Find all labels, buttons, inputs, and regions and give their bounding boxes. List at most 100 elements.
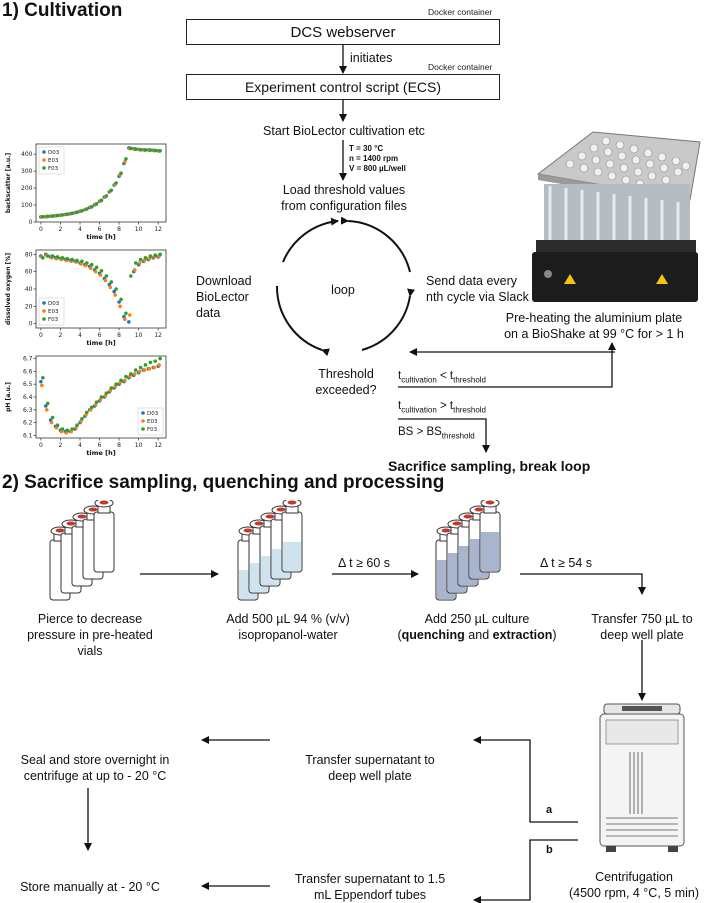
data-point [99,198,104,203]
data-point [99,395,104,399]
data-point [75,210,79,214]
data-point [119,171,123,175]
data-point [118,304,122,309]
preheat-line-2: on a BioShake at 99 °C for > 1 h [504,327,684,341]
y-tick-label: 80 [25,251,33,258]
supernatant-tubes-line-2: mL Eppendorf tubes [313,888,427,902]
x-tick-label: 12 [154,442,162,449]
data-point [137,369,142,374]
branch-b-line [473,839,578,903]
data-point [75,423,79,427]
y-tick-label: 6.5 [23,381,33,388]
add250-text: Add 250 µL culture (quenching and extrac… [382,611,572,643]
data-point [50,254,55,258]
add500-line-1: Add 500 µL 94 % (v/v) [226,612,350,626]
data-point [65,428,70,433]
seal-line-2: centrifuge at up to - 20 °C [23,769,167,783]
data-point [143,256,148,260]
data-point [89,262,94,267]
data-point [143,148,148,152]
vials-isopropanol-icon [237,500,303,601]
x-axis-label: time [h] [86,449,115,457]
data-point [148,148,153,152]
data-point [158,252,162,257]
x-tick-label: 8 [117,442,121,449]
y-tick-label: 6.1 [23,432,33,439]
sacrifice-text: Sacrifice sampling, break loop [388,458,591,474]
section-title-cultivation: 1) Cultivation [2,0,123,21]
load-line-1: Load threshold values [282,183,406,197]
data-point [43,404,48,408]
y-tick-label: 40 [25,286,33,293]
greater-than: > t [436,400,454,412]
y-axis-label: backscatter [a.u.] [5,153,12,214]
x-tick-label: 0 [39,332,43,339]
data-point [124,157,128,161]
data-point [148,360,153,365]
legend-label: F03 [147,427,158,433]
legend-marker [42,150,46,154]
data-point [114,181,118,185]
data-point [40,383,44,388]
transfer750-text: Transfer 750 µL to deep well plate [576,611,708,643]
x-tick-label: 8 [117,332,121,339]
y-tick-label: 6.4 [23,394,33,401]
legend-marker [42,317,46,321]
param-temperature: T = 30 °C [349,144,384,153]
data-point [138,257,143,262]
data-point [60,256,65,260]
data-point [94,400,99,404]
data-point [109,280,114,284]
data-point [45,401,50,406]
data-point [94,202,99,206]
loop-arc-bottom-right [361,288,416,351]
legend-label: F03 [48,317,59,323]
preheat-text: Pre-heating the aluminium plate on a Bio… [480,310,708,342]
data-point [80,259,84,264]
x-tick-label: 2 [59,442,63,449]
data-point [143,363,148,367]
loop-arc-bottom-left [275,285,330,357]
data-point [89,204,94,209]
vial [479,500,501,573]
data-point [153,253,158,257]
data-point [153,148,158,153]
threshold-line-2: exceeded? [315,383,377,397]
legend-marker [42,301,46,305]
legend-marker [42,166,46,170]
initiates-label: initiates [350,51,393,65]
legend-marker [141,427,145,431]
y-tick-label: 100 [21,202,33,209]
vials-empty-icon [49,500,115,601]
data-point [41,214,45,219]
y-tick-label: 6.7 [23,356,33,363]
data-point [65,256,70,261]
data-point [41,375,45,380]
data-point [85,207,89,211]
load-line-2: from configuration files [281,199,407,213]
y-axis-label: dissolved oxygen [%] [5,253,12,325]
x-axis-label: time [h] [86,339,115,347]
data-point [104,391,109,395]
data-point [85,261,89,265]
data-point [60,213,65,217]
threshold-line-1: Threshold [318,367,374,381]
x-tick-label: 2 [59,226,63,233]
legend-label: D03 [147,411,159,417]
vial [281,500,303,573]
x-tick-label: 0 [39,226,43,233]
data-point [158,148,162,153]
data-point [137,261,142,265]
data-point [98,273,103,277]
data-point [127,320,131,324]
x-tick-label: 4 [78,442,82,449]
legend-label: D03 [48,301,60,307]
condition-lt: tcultivation < tthreshold [398,368,486,388]
y-tick-label: 6.3 [23,407,33,414]
data-point [114,382,118,386]
add500-line-2: isopropanol-water [238,628,338,642]
data-point [129,274,133,278]
data-point [123,160,127,164]
